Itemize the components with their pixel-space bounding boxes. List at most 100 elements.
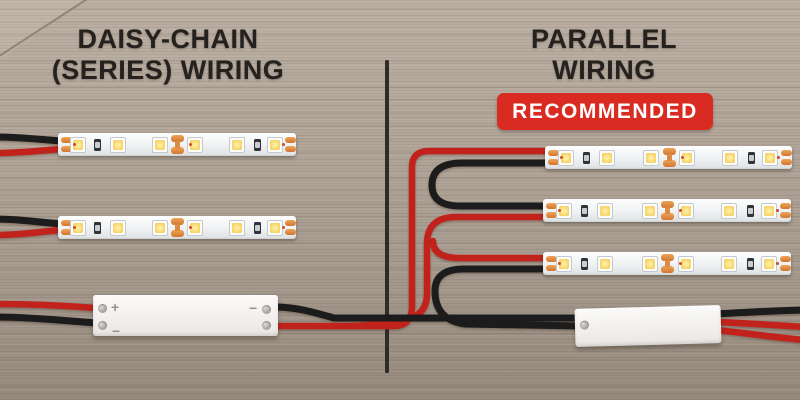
solder-pad: [775, 209, 779, 212]
solder-pad: [188, 143, 192, 146]
led-chip: [760, 202, 777, 219]
solder-pad: [171, 230, 184, 237]
solder-pad: [779, 212, 791, 218]
wire-black-left-strip2: [0, 215, 66, 228]
wire-black-bottom-run: [270, 303, 582, 322]
recommended-badge-label: RECOMMENDED: [512, 99, 698, 123]
led-chip: [598, 149, 615, 166]
wire-red-strip3-jumper: [429, 237, 552, 262]
wire-black-strip1-strip2: [428, 159, 552, 210]
solder-pad: [285, 220, 297, 226]
solder-pad: [547, 150, 559, 156]
solder-pad: [661, 213, 674, 220]
solder-pad: [175, 141, 180, 148]
right-title-line1: PARALLEL: [531, 24, 677, 54]
led-chip: [186, 219, 203, 236]
led-chip: [152, 219, 169, 236]
solder-pad: [175, 224, 180, 231]
resistor: [747, 204, 755, 217]
solder-pad: [545, 203, 557, 209]
solder-pad: [285, 229, 297, 235]
power-supply-right: [574, 305, 722, 347]
led-chip: [641, 255, 658, 272]
solder-pad: [72, 226, 76, 229]
led-chip: [597, 255, 613, 272]
minus-terminal-label-right: −: [249, 300, 258, 316]
led-strip-left-2: [58, 216, 297, 239]
solder-pad: [779, 256, 791, 262]
solder-pad: [780, 150, 792, 156]
solder-pad: [545, 265, 557, 271]
solder-pad: [72, 143, 76, 146]
solder-pad: [281, 226, 285, 229]
solder-pad: [661, 201, 674, 208]
wire-red-main-riser: [270, 147, 552, 330]
solder-pad: [780, 159, 792, 165]
resistor: [580, 204, 588, 217]
led-chip: [109, 136, 126, 153]
solder-pad: [679, 209, 683, 212]
wire-red-right-out1: [712, 318, 800, 331]
led-chip: [266, 219, 283, 236]
power-supply-left: + − −: [93, 295, 278, 338]
solder-pad: [558, 262, 562, 265]
solder-pad: [171, 147, 184, 154]
solder-pad: [188, 226, 192, 229]
resistor: [747, 257, 755, 270]
screw-icon: [98, 321, 107, 330]
solder-pad: [171, 218, 184, 225]
solder-pad: [661, 254, 674, 261]
solder-pad: [558, 209, 562, 212]
solder-pad: [545, 212, 557, 218]
resistor: [94, 138, 102, 151]
solder-pad: [560, 156, 564, 159]
recommended-badge: RECOMMENDED: [497, 93, 713, 130]
solder-pad: [679, 262, 683, 265]
wire-black-right-out: [712, 306, 800, 318]
led-strip-right-1: [545, 146, 792, 169]
led-chip: [557, 149, 574, 166]
divider-line: [385, 60, 389, 373]
led-chip: [70, 219, 87, 236]
solder-pad: [665, 207, 670, 214]
solder-pad: [662, 160, 676, 167]
led-chip: [761, 149, 778, 166]
wire-red-right-out2: [712, 326, 800, 343]
screw-icon: [579, 320, 590, 330]
left-title-line1: DAISY-CHAIN: [77, 24, 259, 54]
solder-pad: [547, 159, 559, 165]
solder-pad: [171, 135, 184, 142]
solder-pad: [285, 146, 297, 152]
led-chip: [677, 255, 694, 272]
led-chip: [722, 149, 739, 166]
solder-pad: [60, 146, 72, 152]
led-chip: [679, 149, 696, 166]
resistor: [582, 151, 590, 164]
solder-pad: [776, 156, 780, 159]
solder-pad: [680, 156, 684, 159]
solder-pad: [545, 256, 557, 262]
solder-pad: [60, 229, 72, 235]
wire-red-left-strip2: [0, 226, 66, 239]
led-chip: [186, 136, 203, 153]
led-chip: [70, 136, 87, 153]
left-panel-title: DAISY-CHAIN (SERIES) WIRING: [8, 24, 328, 86]
wire-black-left-supply-in: [0, 313, 100, 327]
resistor: [748, 151, 756, 164]
led-chip: [677, 202, 694, 219]
led-chip: [760, 255, 777, 272]
wire-red-left-supply-in: [0, 300, 100, 312]
led-chip: [109, 219, 126, 236]
led-chip: [556, 255, 573, 272]
led-strip-left-1: [58, 133, 297, 156]
solder-pad: [60, 137, 72, 143]
solder-pad: [775, 262, 779, 265]
solder-pad: [779, 265, 791, 271]
resistor: [94, 221, 102, 234]
led-chip: [721, 255, 737, 272]
solder-pad: [661, 266, 674, 273]
led-chip: [266, 136, 283, 153]
solder-pad: [285, 137, 297, 143]
led-chip: [721, 202, 737, 219]
